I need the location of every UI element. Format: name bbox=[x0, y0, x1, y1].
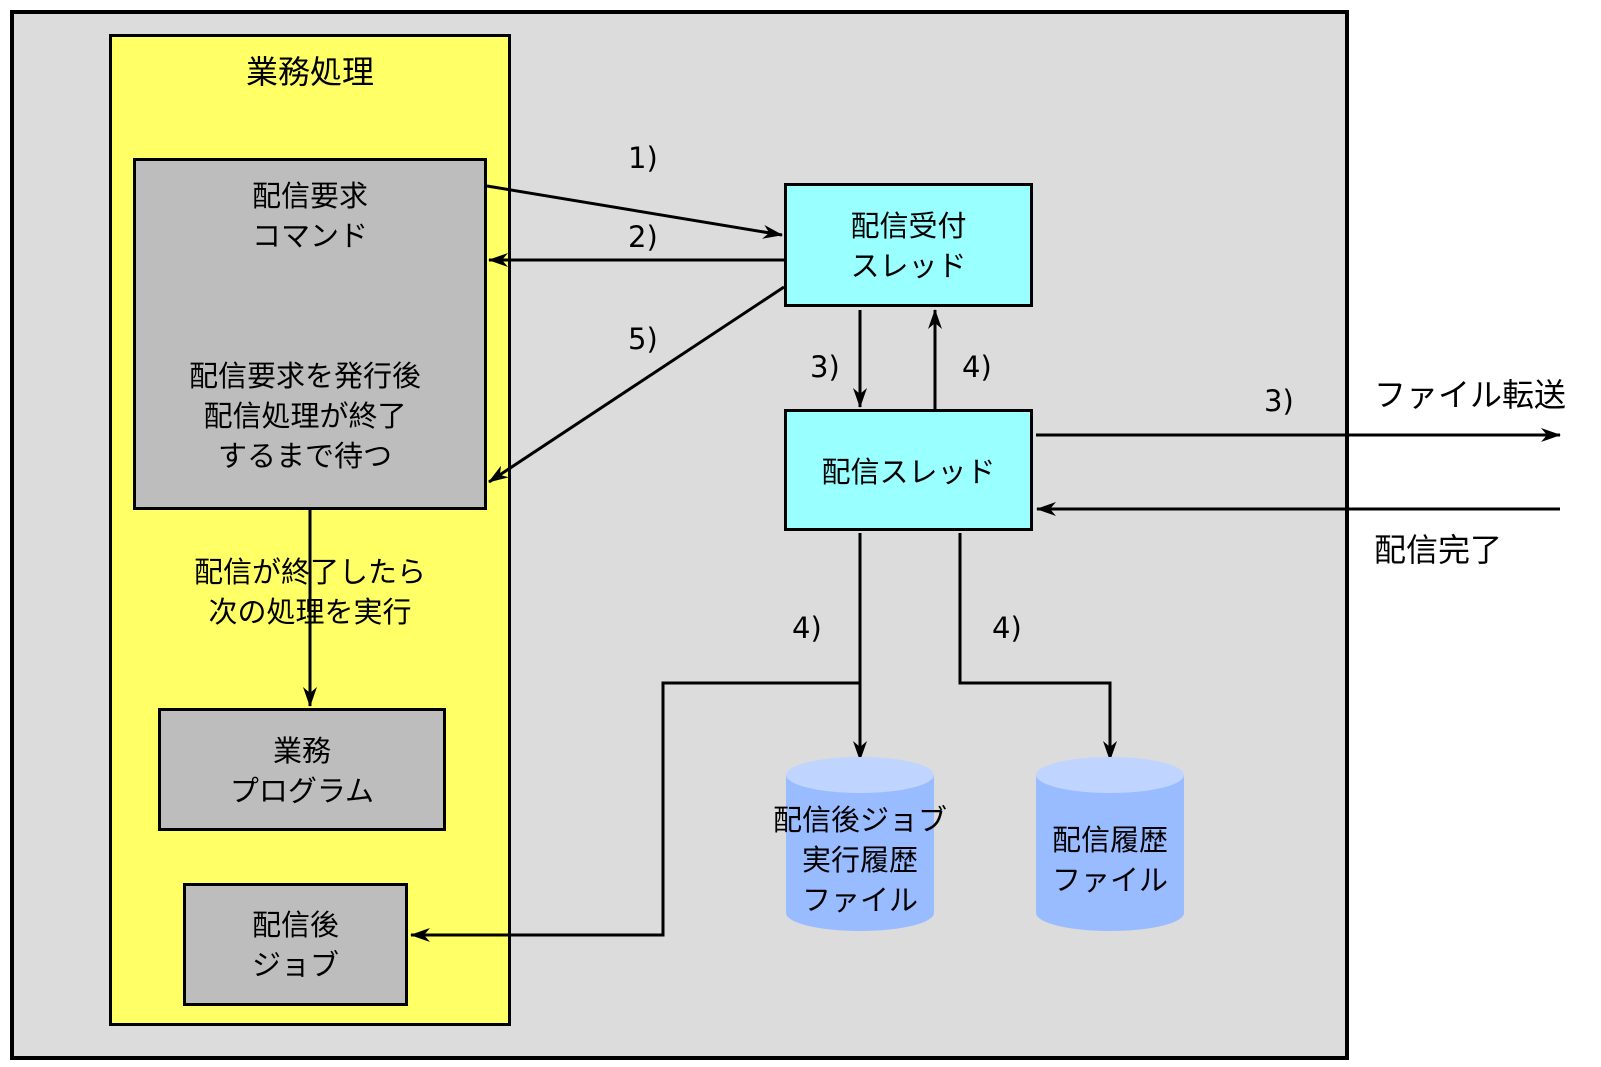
step-label-4-left: 4) bbox=[792, 611, 822, 645]
accept-thread-box bbox=[784, 183, 1033, 307]
step-label-5: 5) bbox=[628, 322, 658, 356]
post-delivery-job-line2: ジョブ bbox=[251, 948, 339, 982]
arrow-1-request bbox=[486, 184, 783, 239]
request-command-desc-line1: 配信要求を発行後 bbox=[188, 359, 421, 393]
business-process-title: 業務処理 bbox=[245, 53, 374, 91]
file-transfer-label: ファイル転送 bbox=[1374, 376, 1567, 414]
post-job-history-db-line1: 配信後ジョブ bbox=[772, 803, 947, 837]
post-job-history-db-line3: ファイル bbox=[801, 883, 918, 917]
post-job-history-db-line2: 実行履歴 bbox=[801, 843, 918, 877]
post-job-history-db bbox=[786, 757, 934, 931]
step-label-4-up: 4) bbox=[962, 350, 992, 384]
history-db bbox=[1036, 757, 1184, 931]
arrow-5-complete bbox=[488, 285, 785, 484]
accept-thread-line2: スレッド bbox=[850, 249, 967, 283]
request-command-desc-line3: するまで待つ bbox=[217, 439, 392, 473]
step-label-1: 1) bbox=[628, 141, 658, 175]
request-command-title-line2: コマンド bbox=[251, 219, 368, 253]
business-program-line1: 業務 bbox=[272, 734, 331, 768]
history-db-line2: ファイル bbox=[1051, 863, 1168, 897]
arrow-4-to-history bbox=[958, 533, 1117, 761]
step-label-2: 2) bbox=[628, 220, 658, 254]
delivery-thread-box bbox=[784, 409, 1033, 531]
request-command-box bbox=[133, 158, 487, 510]
request-command-title-line1: 配信要求 bbox=[251, 179, 368, 213]
history-db-line1: 配信履歴 bbox=[1051, 823, 1168, 857]
step-label-3-transfer: 3) bbox=[1264, 384, 1294, 418]
post-delivery-job-box bbox=[183, 883, 408, 1006]
step-label-4-right: 4) bbox=[992, 611, 1022, 645]
business-program-box bbox=[158, 708, 446, 831]
delivery-complete-label: 配信完了 bbox=[1374, 531, 1503, 569]
post-delivery-job-line1: 配信後 bbox=[251, 908, 339, 942]
business-program-line2: プログラム bbox=[229, 774, 375, 808]
arrow-to-post-job bbox=[410, 681, 860, 942]
accept-thread-line1: 配信受付 bbox=[850, 209, 967, 243]
request-command-desc-line2: 配信処理が終了 bbox=[203, 399, 407, 433]
step-label-3-down: 3) bbox=[810, 350, 840, 384]
delivery-thread-label: 配信スレッド bbox=[821, 455, 996, 489]
